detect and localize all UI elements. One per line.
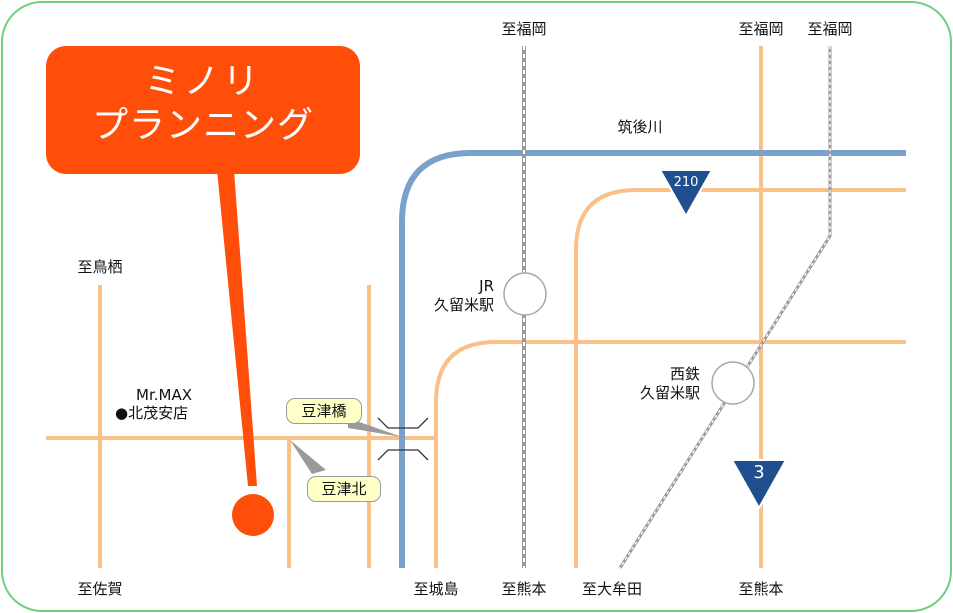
label-to-jojima: 至城島 bbox=[413, 580, 459, 598]
label-to-saga: 至佐賀 bbox=[77, 580, 123, 598]
bridge-mark bbox=[377, 417, 429, 461]
intersection-label-north: 豆津北 bbox=[307, 476, 381, 502]
company-name-line1: ミノリ bbox=[144, 61, 262, 102]
label-nishitetsu-line1: 西鉄 bbox=[669, 365, 700, 383]
label-to-kumamoto-route3: 至熊本 bbox=[738, 580, 784, 598]
pointer-bridge bbox=[348, 418, 402, 437]
rail-nishitetsu bbox=[618, 46, 832, 569]
label-store-line2: ●北茂安店 bbox=[115, 404, 189, 422]
company-name-line2: プランニング bbox=[91, 105, 314, 146]
route-210-shield-icon bbox=[658, 169, 714, 219]
route-3-number: 3 bbox=[753, 462, 765, 483]
route-3-shield-icon bbox=[730, 459, 788, 511]
route-210-number: 210 bbox=[673, 175, 699, 190]
company-location-marker bbox=[232, 494, 274, 536]
label-store-line1: Mr.MAX bbox=[136, 386, 192, 404]
label-to-tosu: 至鳥栖 bbox=[77, 258, 123, 276]
company-name-bubble: ミノリ プランニング bbox=[46, 46, 360, 174]
label-to-fukuoka-nishitetsu: 至福岡 bbox=[807, 20, 853, 38]
station-nishitetsu-kurume bbox=[711, 361, 755, 405]
label-to-fukuoka-route3: 至福岡 bbox=[738, 20, 784, 38]
label-to-kumamoto-jr: 至熊本 bbox=[501, 580, 547, 598]
label-nishitetsu-line2: 久留米駅 bbox=[639, 384, 700, 402]
label-river-chikugo: 筑後川 bbox=[617, 118, 663, 136]
label-to-fukuoka-jr: 至福岡 bbox=[501, 20, 547, 38]
intersection-label-bridge: 豆津橋 bbox=[286, 398, 362, 424]
pointer-north bbox=[290, 440, 326, 474]
station-jr-kurume bbox=[503, 272, 547, 316]
road-route-210 bbox=[574, 188, 906, 568]
label-to-omuta: 至大牟田 bbox=[581, 580, 642, 598]
label-jr-line2: 久留米駅 bbox=[433, 296, 494, 314]
river-chikugo bbox=[399, 150, 906, 568]
company-pointer bbox=[217, 170, 257, 486]
road-jojima bbox=[434, 340, 906, 568]
label-jr-line1: JR bbox=[479, 277, 494, 295]
